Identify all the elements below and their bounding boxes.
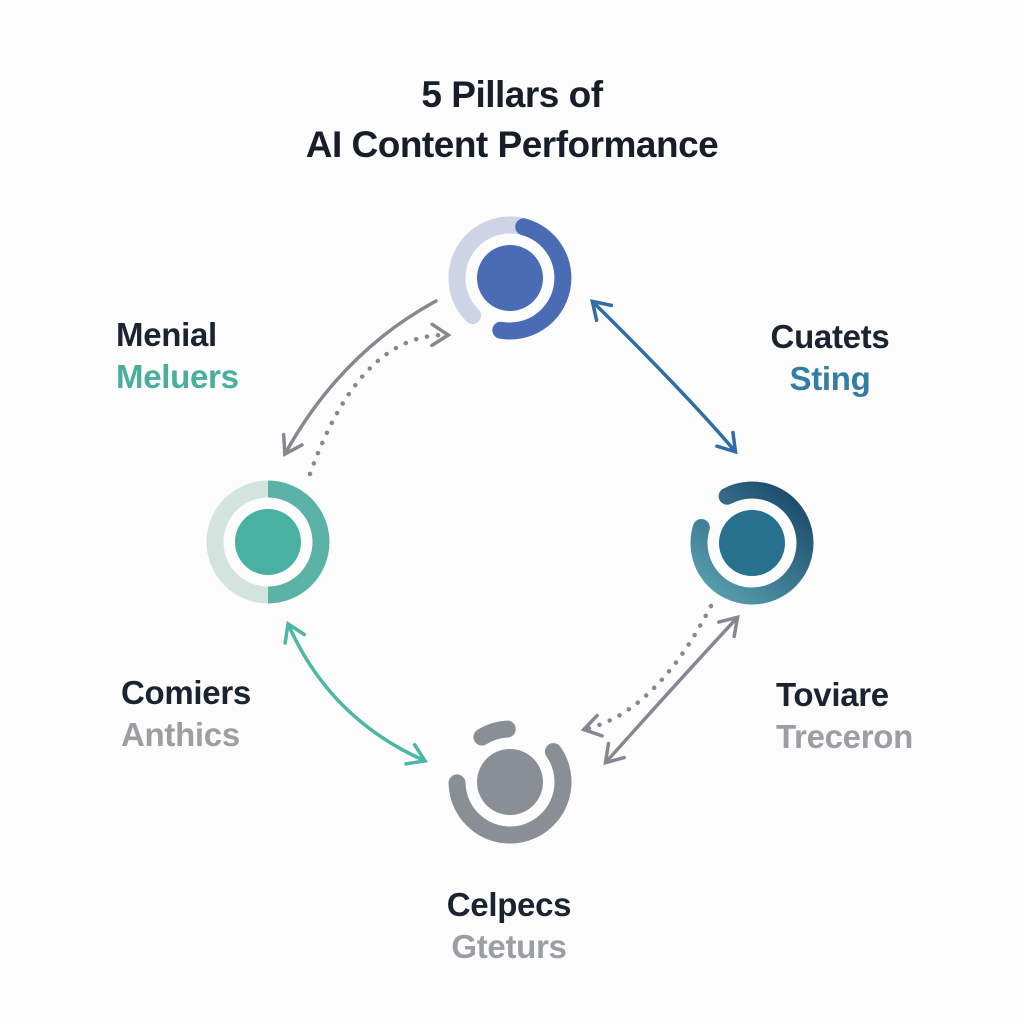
node-bottom-ring-segment-short — [473, 720, 516, 746]
label-bottom-line1: Celpecs — [446, 886, 572, 923]
label-bottom-left-line2: Anthics — [121, 716, 240, 753]
arrow-left-bottom-bidirectional — [283, 620, 429, 766]
label-top-right-line2: Sting — [789, 360, 871, 397]
label-bottom: Celpecs Gteturs — [409, 884, 609, 968]
node-left-inner-circle — [235, 509, 301, 575]
page-title: 5 Pillars of AI Content Performance — [0, 70, 1024, 170]
node-bottom — [448, 720, 572, 844]
label-bottom-line2: Gteturs — [451, 928, 567, 965]
label-top-right: Cuatets Sting — [740, 316, 920, 400]
node-top-ring-progress — [492, 218, 572, 340]
node-top — [448, 216, 572, 340]
node-bottom-ring-segment-long — [448, 743, 572, 844]
title-line-2: AI Content Performance — [305, 124, 719, 165]
label-top-left-line2: Meluers — [116, 358, 239, 395]
label-bottom-left: Comiers Anthics — [121, 672, 251, 756]
arrow-left-to-top-dotted — [307, 322, 452, 477]
arrow-top-right-bidirectional — [590, 299, 738, 455]
node-left-ring-progress — [267, 480, 330, 604]
arrow-top-to-left — [281, 299, 438, 457]
node-top-ring-track — [448, 216, 533, 324]
label-bottom-right: Toviare Treceron — [776, 674, 913, 758]
node-bottom-inner-circle — [477, 749, 543, 815]
label-bottom-left-line1: Comiers — [121, 674, 251, 711]
node-right-inner-circle — [719, 510, 785, 576]
node-right-ring-progress — [690, 481, 814, 605]
title-line-1: 5 Pillars of — [421, 74, 603, 115]
node-left — [206, 480, 330, 604]
label-bottom-right-line1: Toviare — [776, 676, 889, 713]
arrow-right-bottom-bidirectional — [603, 614, 740, 766]
label-top-right-line1: Cuatets — [770, 318, 890, 355]
label-top-left: Menial Meluers — [116, 314, 239, 398]
label-top-left-line1: Menial — [116, 316, 217, 353]
node-top-inner-circle — [477, 245, 543, 311]
label-bottom-right-line2: Treceron — [776, 718, 913, 755]
node-right — [690, 481, 814, 605]
node-left-ring-track — [206, 480, 269, 604]
